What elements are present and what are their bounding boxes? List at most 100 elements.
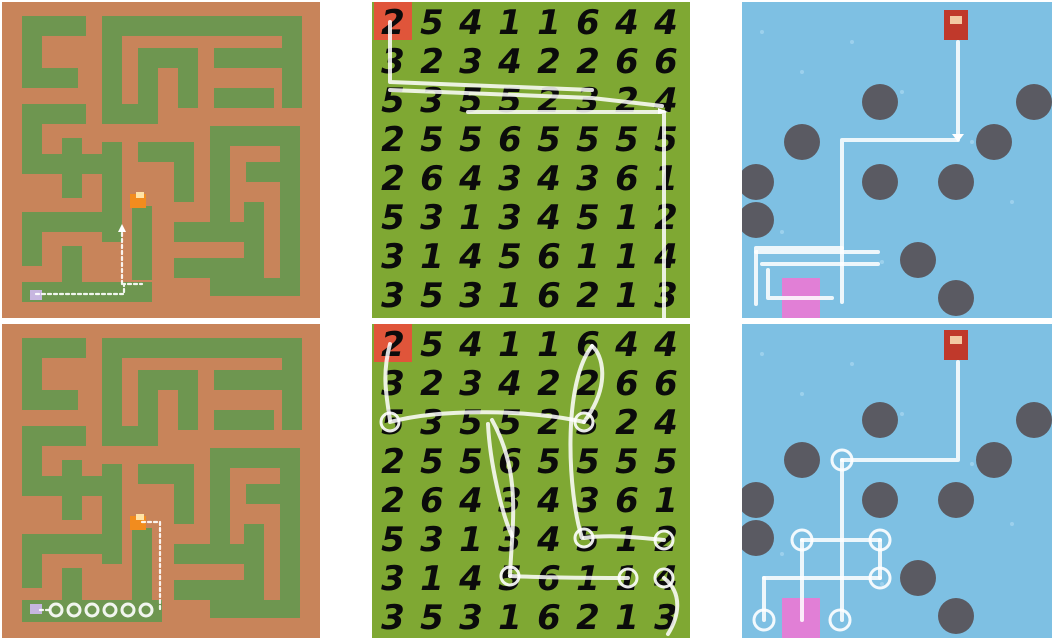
digit-cell: 4 bbox=[458, 159, 483, 199]
digit-cell: 1 bbox=[498, 598, 522, 638]
elf-character-icon bbox=[944, 330, 968, 360]
digit-cell: 2 bbox=[537, 403, 561, 443]
digit-grid-board: 2541164432342266535523242556555526434361… bbox=[372, 2, 690, 318]
rock-icon bbox=[1016, 84, 1052, 120]
digit-cell: 4 bbox=[653, 325, 678, 365]
digit-cell: 6 bbox=[576, 325, 600, 365]
digit-grid-panel-bottom: 2541164432342266535523242556555526434361… bbox=[372, 324, 690, 638]
digit-cell: 5 bbox=[576, 442, 600, 482]
digit-cell: 2 bbox=[576, 42, 600, 82]
digit-cell: 2 bbox=[420, 42, 444, 82]
digit-cell: 4 bbox=[458, 481, 483, 521]
ice-background bbox=[742, 324, 1052, 638]
digit-cell: 1 bbox=[537, 3, 561, 43]
elf-face bbox=[950, 336, 962, 344]
maze-panel-top bbox=[2, 2, 320, 318]
rock-icon bbox=[784, 442, 820, 478]
digit-cell: 6 bbox=[615, 481, 639, 521]
digit-cell: 3 bbox=[459, 276, 483, 316]
digit-cell: 1 bbox=[498, 276, 522, 316]
digit-cell: 1 bbox=[459, 198, 483, 238]
digit-cell: 5 bbox=[420, 325, 444, 365]
rock-icon bbox=[976, 124, 1012, 160]
digit-cell: 4 bbox=[458, 237, 483, 277]
digit-cell: 3 bbox=[498, 159, 522, 199]
digit-cell: 3 bbox=[459, 42, 483, 82]
digit-cell: 1 bbox=[537, 325, 561, 365]
digit-cell: 1 bbox=[654, 481, 678, 521]
rock-icon bbox=[862, 84, 898, 120]
frozen-lake-panel-top bbox=[742, 2, 1052, 318]
elf-face bbox=[950, 16, 962, 24]
digit-cell: 1 bbox=[498, 3, 522, 43]
digit-cell: 5 bbox=[615, 120, 639, 160]
digit-cell: 4 bbox=[497, 42, 522, 82]
rock-icon bbox=[938, 280, 974, 316]
frozen-lake-panel-bottom bbox=[742, 324, 1052, 638]
maze-board bbox=[2, 2, 320, 318]
digit-cell: 5 bbox=[459, 120, 483, 160]
digit-cell: 1 bbox=[615, 237, 639, 277]
digit-cell: 6 bbox=[615, 364, 639, 404]
digit-cell: 3 bbox=[381, 559, 405, 599]
digit-cell: 6 bbox=[420, 159, 444, 199]
digit-cell: 3 bbox=[459, 598, 483, 638]
digit-cell: 4 bbox=[458, 325, 483, 365]
digit-cell: 5 bbox=[381, 81, 405, 121]
digit-cell: 5 bbox=[381, 198, 405, 238]
digit-cell: 4 bbox=[536, 520, 561, 560]
digit-cell: 3 bbox=[420, 520, 444, 560]
rock-icon bbox=[938, 598, 974, 634]
elf-character-icon bbox=[944, 10, 968, 40]
digit-cell: 1 bbox=[615, 520, 639, 560]
rock-icon bbox=[784, 124, 820, 160]
digit-cell: 1 bbox=[498, 325, 522, 365]
digit-cell: 6 bbox=[537, 276, 561, 316]
digit-cell: 3 bbox=[498, 198, 522, 238]
digit-cell: 4 bbox=[653, 403, 678, 443]
rock-icon bbox=[938, 482, 974, 518]
digit-cell: 2 bbox=[381, 442, 405, 482]
fox-head bbox=[136, 192, 144, 198]
rock-icon bbox=[862, 164, 898, 200]
rock-icon bbox=[938, 164, 974, 200]
digit-cell: 5 bbox=[459, 403, 483, 443]
frozen-lake-board bbox=[742, 2, 1052, 318]
digit-cell: 2 bbox=[615, 403, 639, 443]
digit-cell: 4 bbox=[614, 325, 639, 365]
digit-cell: 2 bbox=[537, 364, 561, 404]
digit-cell: 5 bbox=[420, 276, 444, 316]
digit-cell: 4 bbox=[497, 364, 522, 404]
digit-cell: 6 bbox=[420, 481, 444, 521]
digit-cell: 1 bbox=[420, 237, 444, 277]
digit-cell: 6 bbox=[576, 3, 600, 43]
digit-cell: 5 bbox=[420, 442, 444, 482]
digit-cell: 5 bbox=[420, 120, 444, 160]
digit-cell: 1 bbox=[576, 237, 600, 277]
digit-cell: 3 bbox=[420, 403, 444, 443]
digit-cell: 4 bbox=[614, 3, 639, 43]
digit-cell: 3 bbox=[381, 237, 405, 277]
digit-cell: 6 bbox=[537, 237, 561, 277]
digit-cell: 3 bbox=[420, 81, 444, 121]
digit-cell: 6 bbox=[537, 598, 561, 638]
digit-cell: 4 bbox=[536, 481, 561, 521]
digit-cell: 3 bbox=[576, 481, 600, 521]
digit-cell: 6 bbox=[654, 364, 678, 404]
digit-cell: 4 bbox=[536, 198, 561, 238]
digit-cell: 2 bbox=[381, 159, 405, 199]
ice-background bbox=[742, 2, 1052, 318]
digit-cell: 5 bbox=[576, 120, 600, 160]
digit-cell: 6 bbox=[498, 120, 522, 160]
digit-cell: 2 bbox=[381, 481, 405, 521]
digit-cell: 2 bbox=[576, 276, 600, 316]
rock-icon bbox=[862, 402, 898, 438]
digit-cell: 6 bbox=[615, 42, 639, 82]
digit-cell: 5 bbox=[459, 442, 483, 482]
digit-cell: 5 bbox=[420, 598, 444, 638]
digit-cell: 4 bbox=[653, 3, 678, 43]
rock-icon bbox=[1016, 402, 1052, 438]
digit-cell: 2 bbox=[381, 120, 405, 160]
